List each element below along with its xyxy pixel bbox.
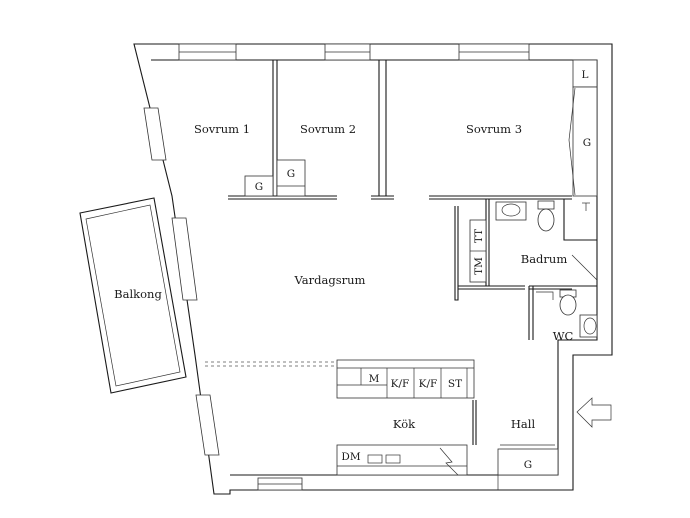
- bathroom-block: [454, 199, 598, 340]
- left-windows: [143, 107, 220, 456]
- fixture-label-wardrobe-sovrum-3: G: [583, 137, 591, 149]
- room-label-kok: Kök: [393, 417, 416, 431]
- fixture-label-l: L: [582, 69, 589, 81]
- hall: [472, 397, 612, 490]
- room-label-badrum: Badrum: [521, 252, 568, 266]
- fixture-label-dm: DM: [341, 451, 360, 463]
- fixture-label-m: M: [369, 373, 380, 385]
- room-label-balkong: Balkong: [114, 287, 162, 301]
- room-label-vardagsrum: Vardagsrum: [294, 273, 366, 287]
- fixture-label-wardrobe-sovrum-2: G: [287, 168, 295, 180]
- kitchen: [205, 359, 475, 476]
- fixture-labels: L G G G TM TT M K/F K/F ST DM G: [255, 69, 591, 471]
- balcony: [79, 197, 187, 394]
- wc-fixtures: [536, 289, 598, 338]
- room-label-sovrum-3: Sovrum 3: [466, 122, 522, 136]
- fixture-label-wardrobe-sovrum-1: G: [255, 181, 263, 193]
- top-windows: [178, 43, 530, 61]
- room-label-hall: Hall: [511, 417, 536, 431]
- room-label-sovrum-1: Sovrum 1: [194, 122, 250, 136]
- fixture-label-kf-1: K/F: [391, 378, 410, 390]
- bottom-window: [257, 477, 303, 491]
- fixture-label-st: ST: [448, 378, 462, 390]
- fixture-label-tt: TT: [473, 229, 485, 243]
- fixture-label-tm: TM: [473, 257, 485, 275]
- fixture-label-kf-2: K/F: [419, 378, 438, 390]
- room-label-sovrum-2: Sovrum 2: [300, 122, 356, 136]
- wardrobes: [244, 59, 598, 197]
- fixture-label-wardrobe-hall: G: [524, 459, 532, 471]
- room-label-wc: WC: [553, 329, 574, 343]
- room-labels: Sovrum 1 Sovrum 2 Sovrum 3 Vardagsrum Ba…: [114, 122, 573, 431]
